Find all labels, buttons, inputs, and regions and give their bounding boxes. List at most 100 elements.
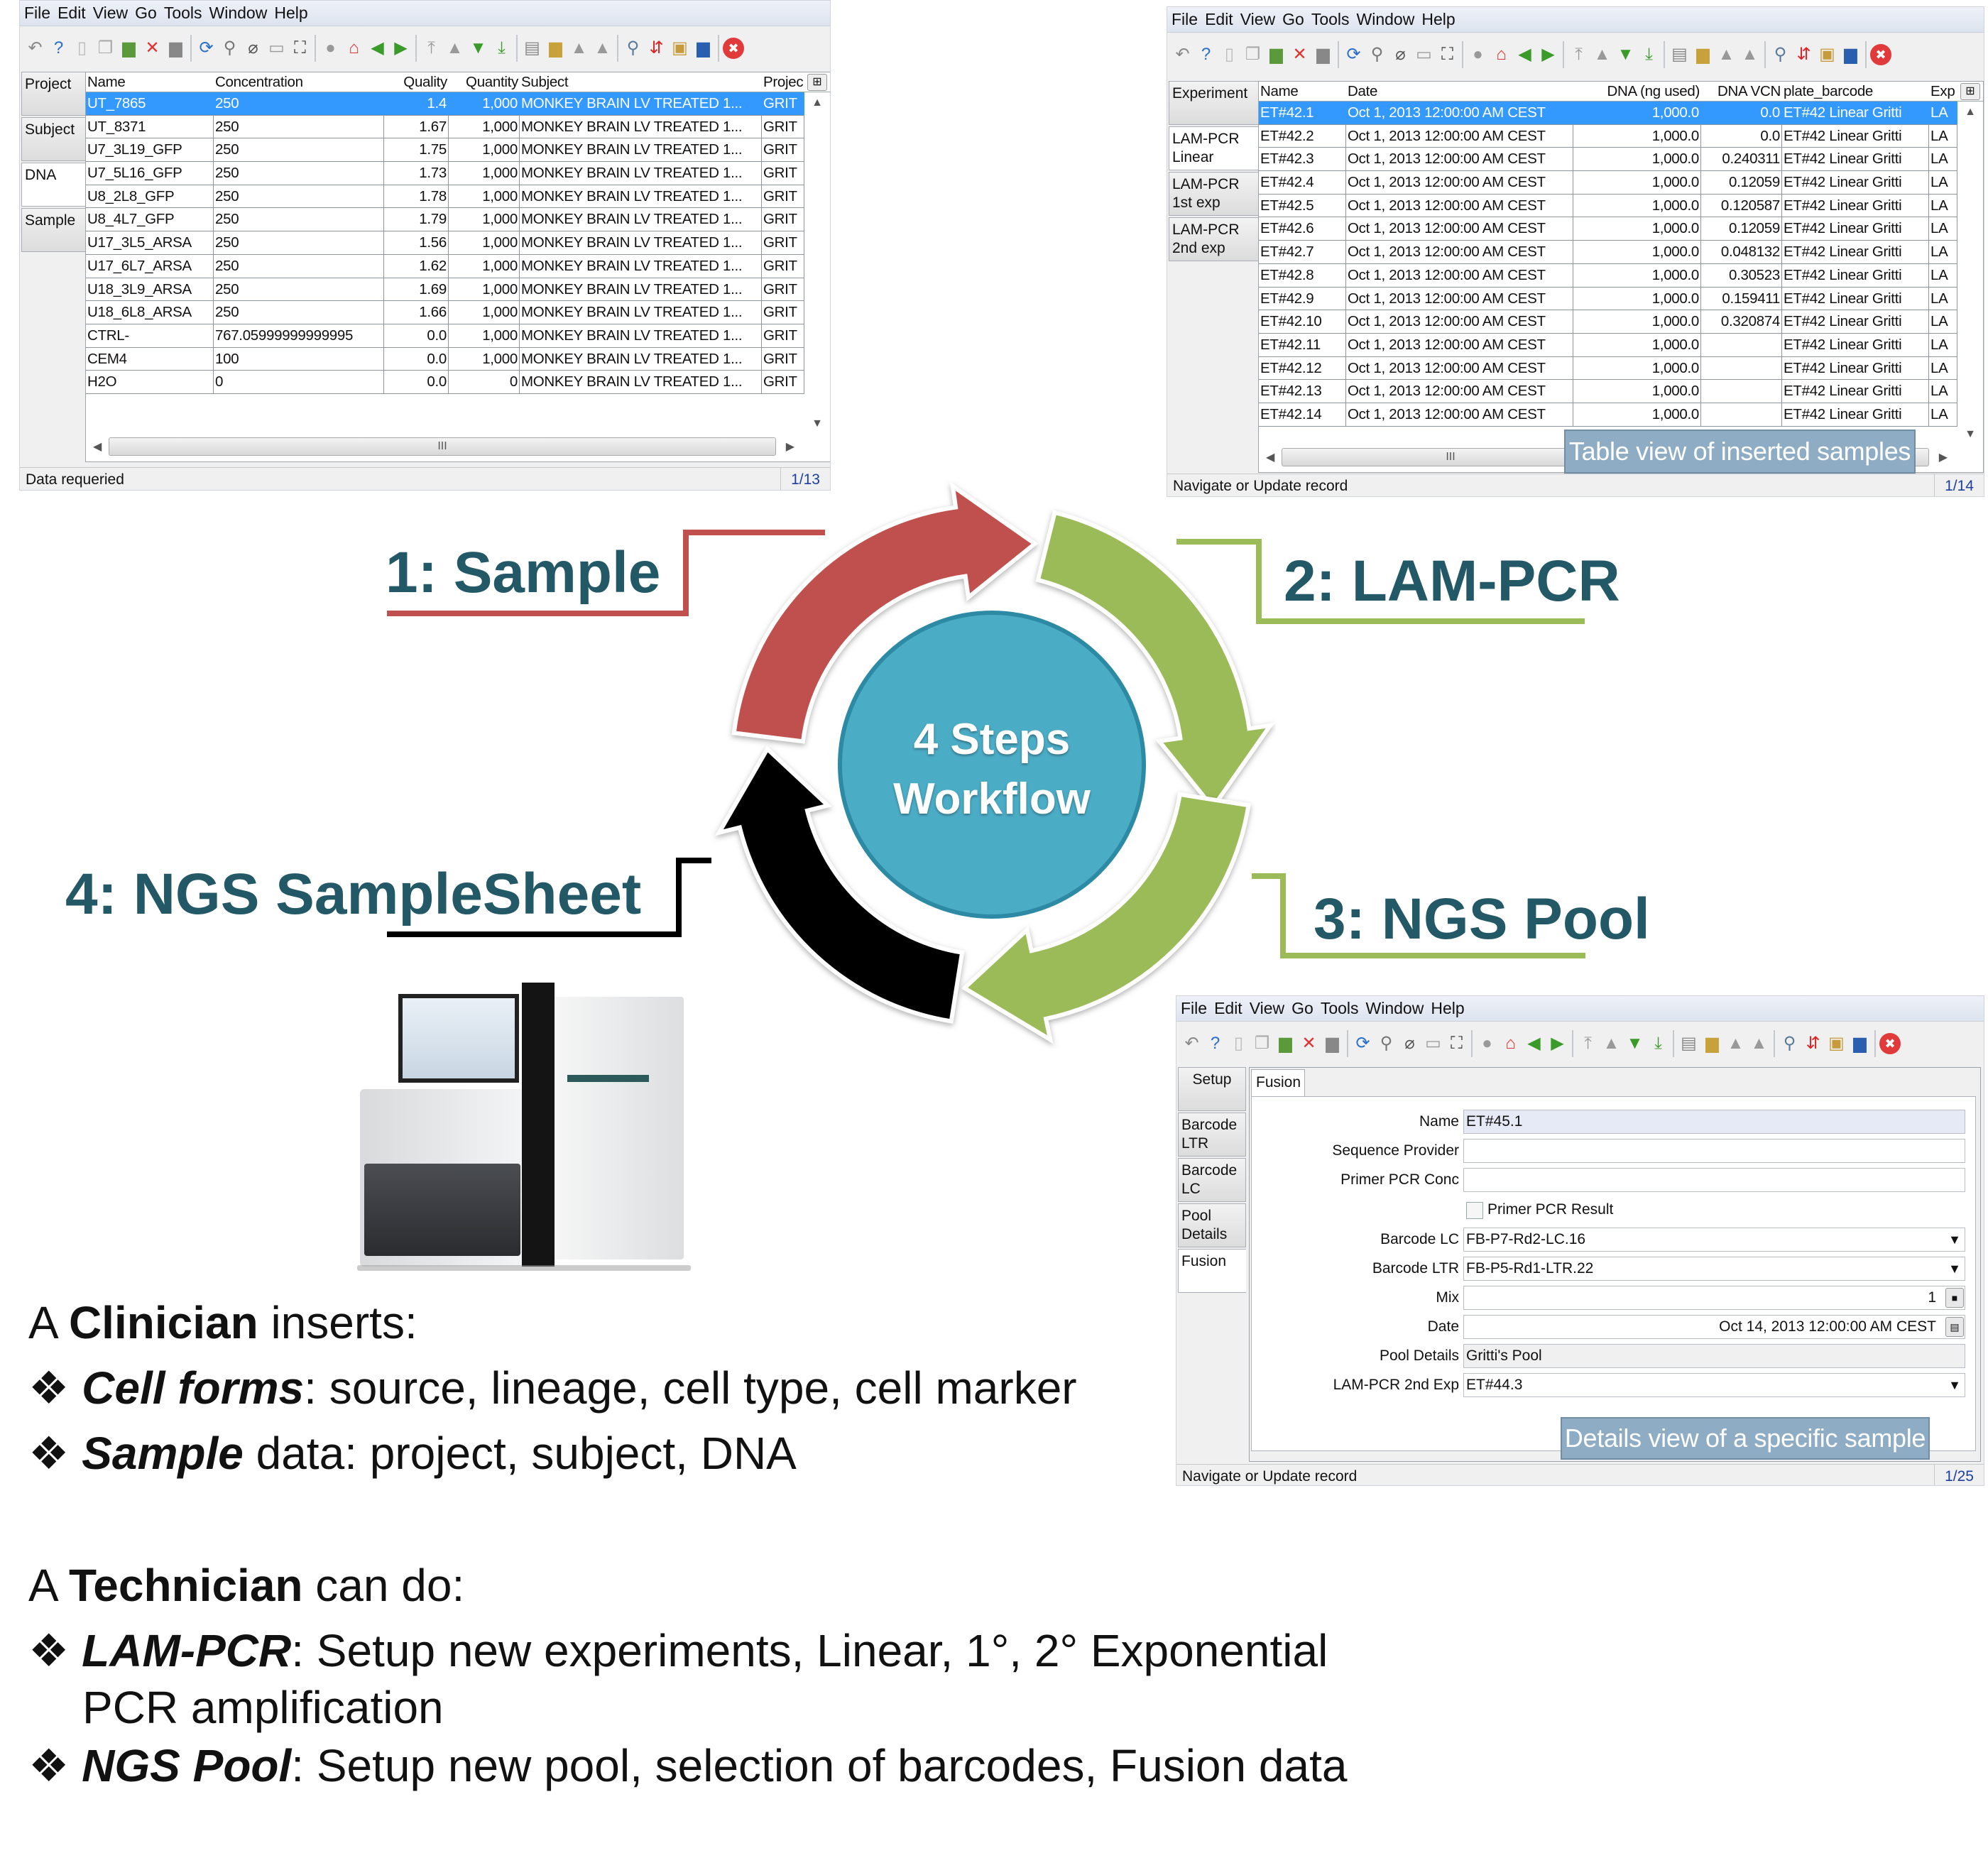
find-icon[interactable]: ⚲	[1370, 45, 1384, 64]
name-input[interactable]: ET#45.1	[1463, 1110, 1965, 1134]
menu-edit[interactable]: Edit	[1214, 999, 1242, 1017]
help-icon[interactable]: ?	[53, 38, 64, 58]
chevron-down-icon[interactable]: ▼	[1948, 1378, 1961, 1392]
archive-icon[interactable]: ▆	[1705, 1034, 1719, 1053]
window-icon[interactable]: ▆	[697, 38, 710, 58]
delete-green-icon[interactable]: ▆	[122, 38, 136, 58]
undo-icon[interactable]: ↶	[1184, 1034, 1199, 1053]
mix-input[interactable]: 1	[1463, 1286, 1965, 1310]
workflow-icon[interactable]: ⇵	[1796, 45, 1811, 64]
column-header-plate-barcode[interactable]: plate_barcode	[1784, 83, 1874, 99]
date-input[interactable]: Oct 14, 2013 12:00:00 AM CEST	[1463, 1315, 1965, 1339]
tab-dna[interactable]: DNA	[21, 163, 87, 207]
column-header-date[interactable]: Date	[1348, 83, 1378, 99]
column-picker-icon[interactable]: ⊞	[1960, 83, 1980, 100]
forward-icon[interactable]: ▶	[394, 38, 408, 58]
save-icon[interactable]: ▆	[1326, 1034, 1339, 1053]
tab-project[interactable]: Project	[21, 72, 87, 116]
circle-icon[interactable]: ●	[1482, 1034, 1492, 1053]
back-icon[interactable]: ◀	[1527, 1034, 1541, 1053]
scroll-right-arrow[interactable]: ▶	[1938, 452, 1948, 464]
first-icon[interactable]: ⤒	[1575, 45, 1583, 64]
export-icon[interactable]: ▣	[1828, 1034, 1845, 1053]
report-icon[interactable]: ▤	[1681, 1034, 1697, 1053]
primer-pcr-result-checkbox[interactable]	[1466, 1202, 1483, 1219]
print-alt-icon[interactable]: ▲	[1750, 1034, 1768, 1053]
barcode-lc-select[interactable]: FB-P7-Rd2-LC.16	[1463, 1228, 1965, 1252]
back-icon[interactable]: ◀	[1518, 45, 1531, 64]
print-icon[interactable]: ▲	[1727, 1034, 1744, 1053]
barcode-ltr-select[interactable]: FB-P5-Rd1-LTR.22	[1463, 1257, 1965, 1281]
up-icon[interactable]: ▲	[1593, 45, 1611, 64]
print-icon[interactable]: ▲	[570, 38, 588, 58]
last-icon[interactable]: ⤓	[1645, 45, 1653, 64]
delete-icon[interactable]: ✕	[1292, 45, 1307, 64]
fullscreen-icon[interactable]: ⛶	[294, 38, 306, 58]
save-icon[interactable]: ▆	[1316, 45, 1330, 64]
column-header-projec[interactable]: Projec	[763, 74, 804, 90]
comment-icon[interactable]: ▭	[1416, 45, 1432, 64]
find-icon[interactable]: ⚲	[1380, 1034, 1393, 1053]
archive-icon[interactable]: ▆	[549, 38, 562, 58]
scroll-down-arrow[interactable]: ▼	[1965, 428, 1976, 440]
new-icon[interactable]: ▯	[1233, 1034, 1244, 1053]
archive-icon[interactable]: ▆	[1696, 45, 1710, 64]
workflow-icon[interactable]: ⇵	[649, 38, 664, 58]
menu-help[interactable]: Help	[1431, 999, 1465, 1017]
column-header-dna-ng-used-[interactable]: DNA (ng used)	[1607, 83, 1700, 99]
comment-icon[interactable]: ▭	[268, 38, 285, 58]
down-icon[interactable]: ▼	[469, 38, 487, 58]
column-header-quantity[interactable]: Quantity	[466, 74, 518, 90]
menu-edit[interactable]: Edit	[1205, 10, 1233, 28]
menu-window[interactable]: Window	[209, 4, 268, 22]
first-icon[interactable]: ⤒	[427, 38, 435, 58]
help-icon[interactable]: ?	[1210, 1034, 1220, 1053]
menu-go[interactable]: Go	[1291, 999, 1314, 1017]
zoom-icon[interactable]: ⚲	[1774, 45, 1787, 64]
forward-icon[interactable]: ▶	[1551, 1034, 1564, 1053]
vertical-scrollbar[interactable]: ▲▼	[804, 92, 830, 433]
column-header-concentration[interactable]: Concentration	[215, 74, 303, 90]
tab-fusion[interactable]: Fusion	[1178, 1249, 1246, 1293]
column-header-name[interactable]: Name	[87, 74, 126, 90]
tab-lam-pcr-linear[interactable]: LAM-PCR Linear	[1169, 126, 1260, 170]
column-header-name[interactable]: Name	[1260, 83, 1299, 99]
tab-lam-pcr-2nd-exp[interactable]: LAM-PCR 2nd exp	[1169, 217, 1260, 261]
fullscreen-icon[interactable]: ⛶	[1451, 1034, 1463, 1053]
forward-icon[interactable]: ▶	[1541, 45, 1555, 64]
workflow-icon[interactable]: ⇵	[1806, 1034, 1820, 1053]
delete-icon[interactable]: ✕	[1301, 1034, 1316, 1053]
window-icon[interactable]: ▆	[1844, 45, 1857, 64]
column-picker-icon[interactable]: ⊞	[807, 74, 827, 91]
export-icon[interactable]: ▣	[1819, 45, 1835, 64]
horizontal-scrollbar[interactable]: ◀III▶	[86, 436, 804, 457]
calendar-icon[interactable]: ▤	[1945, 1317, 1964, 1337]
menu-file[interactable]: File	[1172, 10, 1198, 28]
undo-icon[interactable]: ↶	[28, 38, 43, 58]
up-icon[interactable]: ▲	[446, 38, 464, 58]
home-icon[interactable]: ⌂	[1496, 45, 1507, 64]
column-header-dna-vcn[interactable]: DNA VCN	[1717, 83, 1781, 99]
new-icon[interactable]: ▯	[1224, 45, 1235, 64]
scroll-right-arrow[interactable]: ▶	[785, 441, 794, 453]
export-icon[interactable]: ▣	[672, 38, 688, 58]
scroll-left-arrow[interactable]: ◀	[1266, 452, 1275, 464]
menu-view[interactable]: View	[1249, 999, 1285, 1017]
copy-icon[interactable]: ❐	[1245, 45, 1261, 64]
